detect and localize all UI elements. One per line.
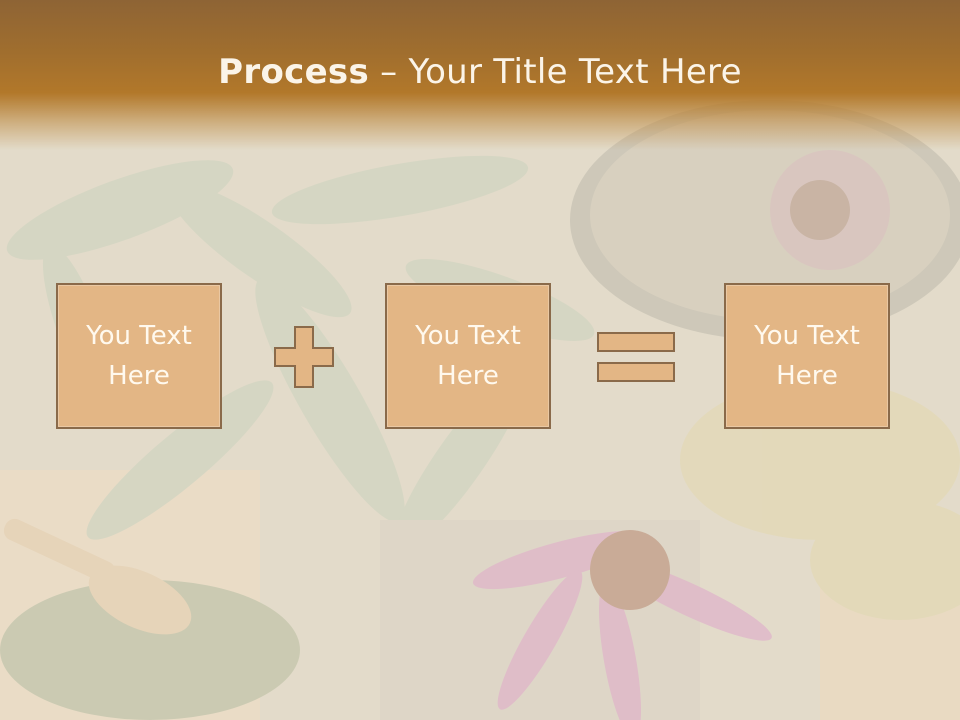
process-box-3[interactable]: You Text Here (724, 283, 890, 429)
process-box-1[interactable]: You Text Here (56, 283, 222, 429)
title-bold: Process (218, 52, 370, 92)
equals-icon-bottom-bar (597, 362, 675, 382)
slide-title: Process – Your Title Text Here (0, 52, 960, 92)
equals-icon-top-bar (597, 332, 675, 352)
title-banner (0, 0, 960, 150)
process-box-2[interactable]: You Text Here (385, 283, 551, 429)
process-box-3-text: You Text Here (754, 321, 860, 391)
title-rest: – Your Title Text Here (369, 52, 742, 92)
plus-icon (274, 326, 334, 388)
process-box-1-text: You Text Here (86, 321, 192, 391)
process-box-2-text: You Text Here (415, 321, 521, 391)
